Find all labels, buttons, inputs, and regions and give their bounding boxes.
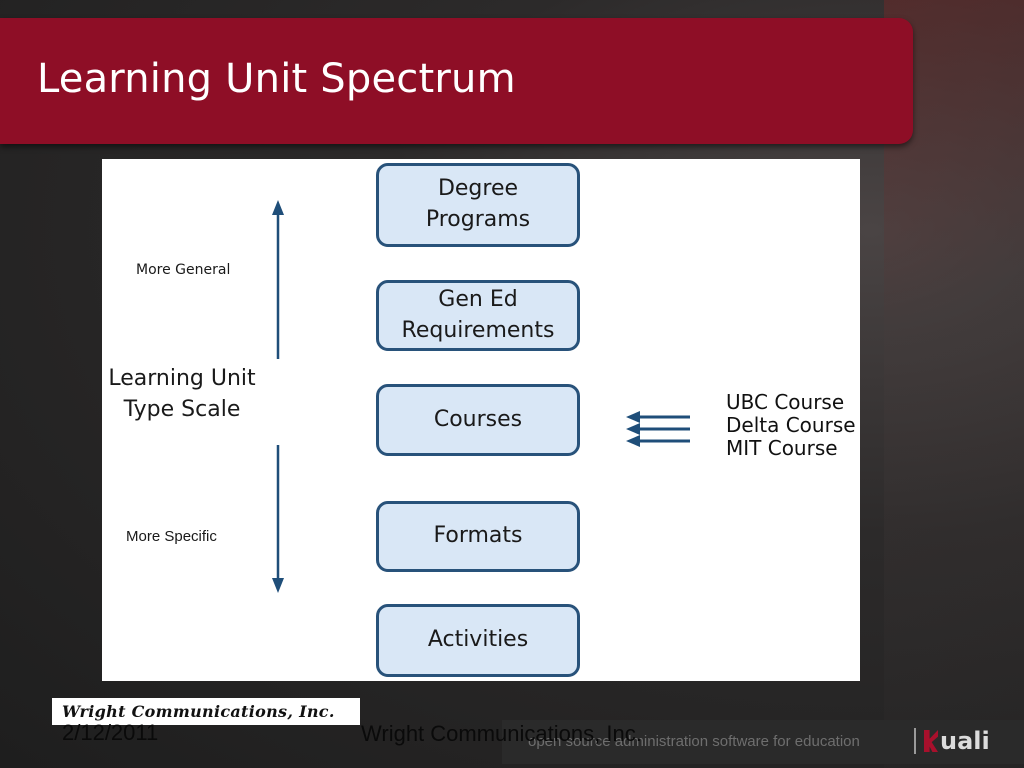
box-label: Courses	[433, 406, 523, 432]
course-item-ubc: UBC Course	[726, 390, 845, 414]
up-arrow-head	[272, 200, 284, 215]
box-degree-programs: Degree Programs	[376, 163, 580, 247]
box-label: Formats	[433, 523, 523, 549]
box-gen-ed-requirements: Gen Ed Requirements	[376, 280, 580, 351]
diagram-panel: Degree Programs Gen Ed Requirements Cour…	[102, 159, 860, 681]
box-formats: Formats	[376, 501, 580, 572]
box-activities: Activities	[376, 604, 580, 677]
box-label: Activities	[427, 627, 529, 653]
down-arrow-head	[272, 578, 284, 593]
footer-company: Wright Communications, Inc.	[361, 721, 642, 746]
wright-communications-logo: Wright Communications, Inc.	[52, 698, 360, 725]
course-arrow-head-2	[626, 423, 640, 435]
kuali-logo: uali	[914, 726, 990, 756]
scale-label: Learning Unit Type Scale	[108, 366, 256, 422]
course-item-delta: Delta Course	[726, 413, 856, 437]
footer-strip	[502, 720, 1024, 764]
more-specific-text: More Specific	[126, 528, 217, 545]
footer-tagline: open source administration software for …	[528, 733, 860, 750]
more-specific-label: More Specific	[122, 528, 217, 545]
course-arrow-head-1	[626, 411, 640, 423]
footer-date: 2/12/2011	[62, 720, 159, 745]
course-arrows	[626, 411, 690, 447]
course-item-mit: MIT Course	[726, 436, 838, 460]
diagram-arrows	[272, 200, 690, 593]
kuali-k-icon	[924, 730, 938, 752]
logo-separator	[914, 728, 916, 754]
kuali-wordmark: uali	[940, 727, 990, 755]
course-list: UBC Course Delta Course MIT Course	[726, 391, 856, 460]
slide-title: Learning Unit Spectrum	[37, 56, 516, 102]
box-courses: Courses	[376, 384, 580, 456]
title-bar	[0, 18, 913, 144]
box-label: Degree Programs	[425, 176, 531, 232]
more-general-label: More General	[136, 262, 231, 278]
box-label: Gen Ed Requirements	[401, 286, 555, 343]
course-arrow-head-3	[626, 435, 640, 447]
